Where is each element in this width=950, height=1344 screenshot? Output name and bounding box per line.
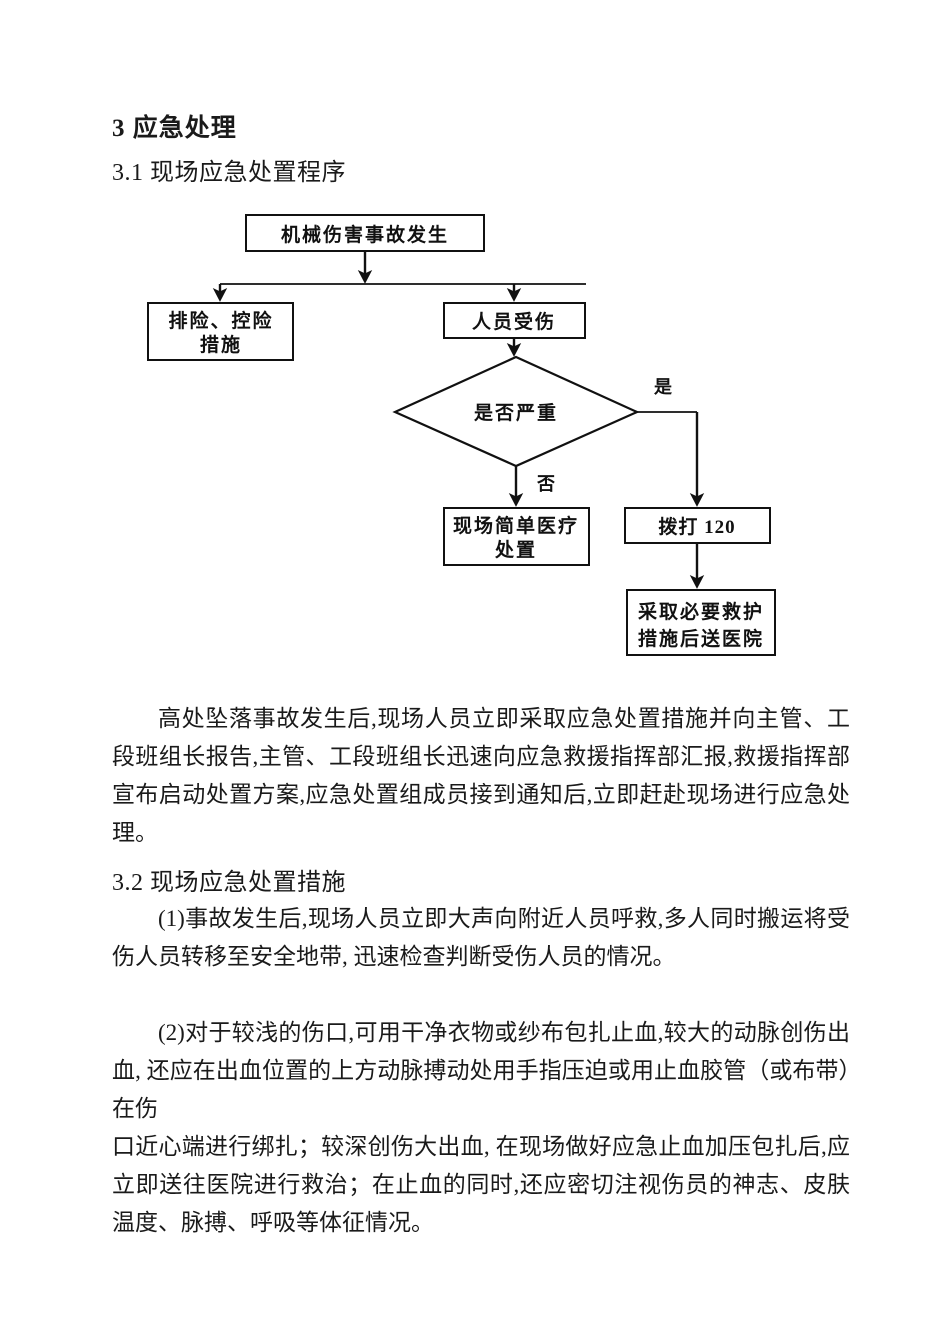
paragraph-measure-2-continued: 口近心端进行绑扎；较深创伤大出血, 在现场做好应急止血加压包扎后,应立即送往医院…	[112, 1134, 850, 1235]
flow-node-simple-treatment-label-line2: 处置	[494, 538, 537, 561]
emergency-response-flowchart: 机械伤害事故发生 排险、控险 措施 人员受伤	[147, 214, 776, 656]
flow-node-risk-control-label-line2: 措施	[200, 333, 242, 356]
flow-node-injury-label: 人员受伤	[472, 310, 556, 333]
flow-node-risk-control-label-line1: 排险、控险	[168, 309, 273, 332]
flow-node-simple-treatment-label-line1: 现场简单医疗	[453, 514, 579, 537]
flow-node-simple-treatment: 现场简单医疗 处置	[443, 507, 590, 566]
flow-branch-label-no: 否	[536, 474, 555, 494]
paragraph-emergency-procedure: 高处坠落事故发生后,现场人员立即采取应急处置措施并向主管、工段班组长报告,主管、…	[112, 706, 850, 845]
flow-node-incident: 机械伤害事故发生	[245, 214, 485, 252]
connector-decision-yes	[637, 411, 705, 507]
flow-node-call-120: 拨打 120	[624, 507, 771, 544]
flow-node-rescue-hospital: 采取必要救护 措施后送医院	[626, 589, 776, 656]
connector-incident-split	[212, 251, 586, 302]
subsection-heading-3-1: 3.1 现场应急处置程序	[112, 160, 346, 186]
paragraph-measure-2: (2)对于较浅的伤口,可用干净衣物或纱布包扎止血,较大的动脉创伤出血, 还应在出…	[112, 1020, 850, 1121]
flow-node-incident-label: 机械伤害事故发生	[281, 223, 449, 246]
flow-node-decision-label: 是否严重	[474, 402, 558, 424]
paragraph-measure-1: (1)事故发生后,现场人员立即大声向附近人员呼救,多人同时搬运将受伤人员转移至安…	[112, 906, 850, 969]
subsection-heading-3-2: 3.2 现场应急处置措施	[112, 870, 346, 896]
flow-node-injury: 人员受伤	[443, 302, 586, 339]
section-heading: 3 应急处理	[112, 115, 237, 142]
flow-node-rescue-hospital-label-line1: 采取必要救护	[638, 600, 764, 623]
flow-node-call-120-label: 拨打 120	[658, 515, 735, 538]
flow-node-rescue-hospital-label-line2: 措施后送医院	[638, 627, 764, 650]
flow-branch-label-yes: 是	[653, 377, 672, 397]
flow-node-decision: 是否严重	[392, 355, 640, 468]
flow-node-risk-control: 排险、控险 措施	[147, 302, 294, 361]
